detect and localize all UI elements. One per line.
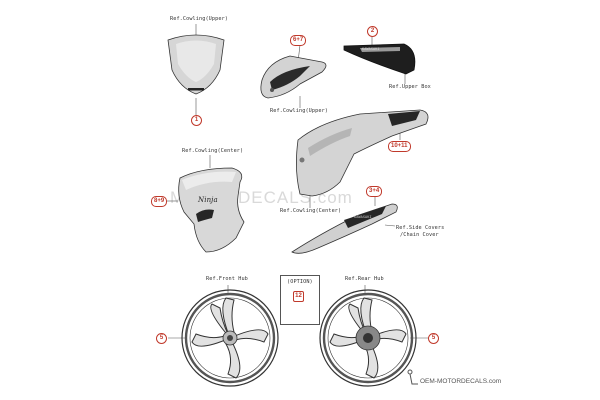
windscreen-part bbox=[167, 34, 225, 95]
label-cowling-center-left: Ref.Cowling(Center) bbox=[182, 148, 244, 154]
wrench-icon bbox=[407, 369, 418, 385]
callout-3-4: 3+4 bbox=[366, 186, 383, 197]
label-option: (OPTION) bbox=[287, 279, 313, 285]
callout-1: 1 bbox=[191, 115, 202, 126]
label-side-covers: Ref.Side Covers bbox=[396, 225, 445, 231]
label-cowling-upper-top: Ref.Cowling(Upper) bbox=[170, 16, 229, 22]
label-cowling-center-right: Ref.Cowling(Center) bbox=[280, 208, 342, 214]
label-chain-cover: /Chain Cover bbox=[400, 232, 439, 238]
callout-5-right: 5 bbox=[428, 333, 439, 344]
callout-8-9: 8+9 bbox=[151, 196, 168, 207]
callout-10-11: 10+11 bbox=[388, 141, 411, 152]
upper-cowling-part bbox=[260, 55, 327, 99]
decal-kawasaki-upper: KAWASAKI bbox=[362, 47, 380, 51]
label-upper-box: Ref.Upper Box bbox=[389, 84, 431, 90]
center-cowling-left-part bbox=[178, 167, 245, 253]
callout-12: 12 bbox=[293, 291, 304, 302]
label-cowling-upper-mid: Ref.Cowling(Upper) bbox=[270, 108, 329, 114]
callout-5-left: 5 bbox=[156, 333, 167, 344]
callout-6-7: 6+7 bbox=[290, 35, 307, 46]
label-front-hub: Ref.Front Hub bbox=[206, 276, 248, 282]
center-cowling-right-part bbox=[296, 109, 429, 197]
callout-2: 2 bbox=[367, 26, 378, 37]
side-cover-part bbox=[291, 203, 398, 254]
label-rear-hub: Ref.Rear Hub bbox=[345, 276, 384, 282]
rear-wheel-part bbox=[319, 289, 417, 387]
decal-ninja: Ninja bbox=[198, 196, 218, 204]
upper-box-part bbox=[343, 43, 416, 75]
front-wheel-part bbox=[181, 289, 279, 387]
credit-text: OEM-MOTORDECALS.com bbox=[420, 378, 502, 385]
decal-kawasaki-side: KAWASAKI bbox=[354, 215, 372, 219]
